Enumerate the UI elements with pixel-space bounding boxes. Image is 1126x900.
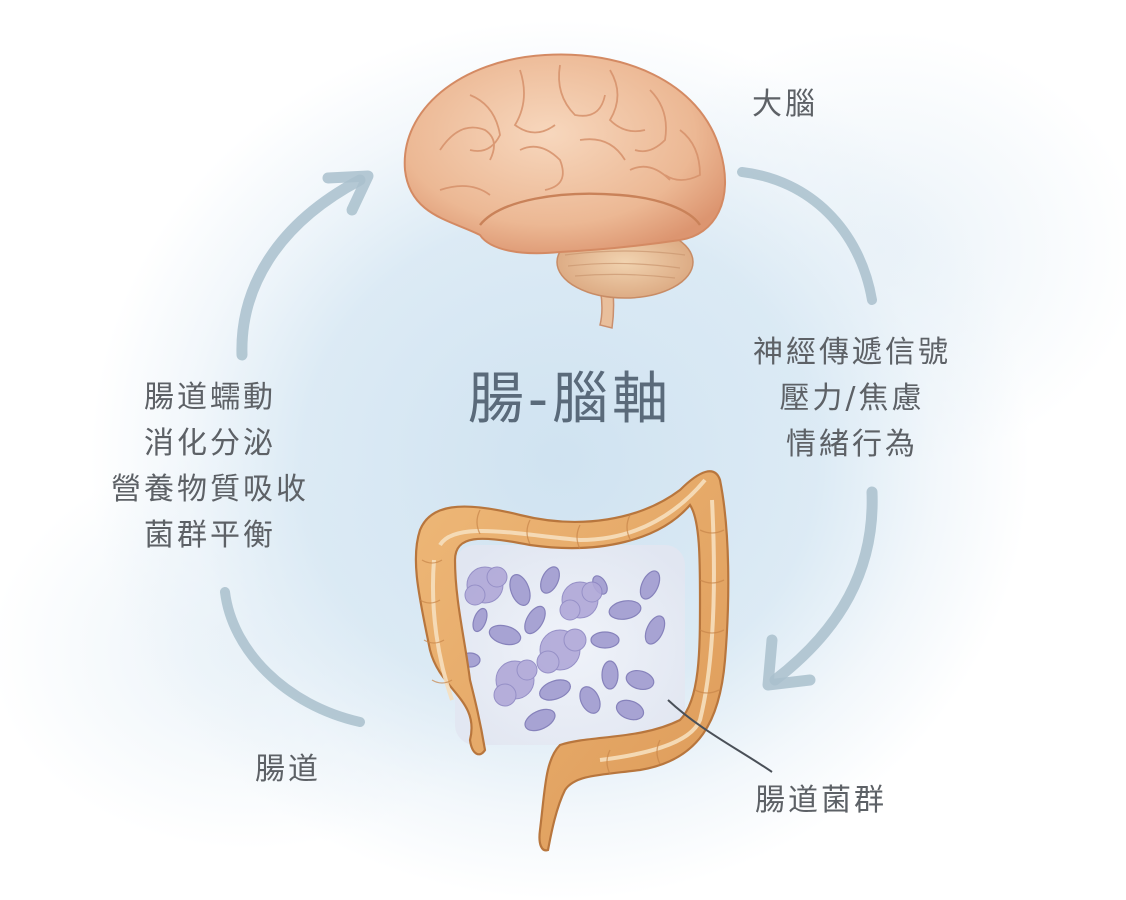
gut-label: 腸道 bbox=[255, 752, 321, 787]
arrow-brain-to-gut-top bbox=[737, 167, 877, 305]
diagram-title: 腸-腦軸 bbox=[467, 367, 673, 432]
brain-illustration bbox=[403, 53, 726, 329]
bacteria-colonies bbox=[464, 566, 603, 707]
effect-digestive-secretion: 消化分泌 bbox=[144, 426, 276, 461]
effect-peristalsis: 腸道蠕動 bbox=[144, 380, 276, 415]
brain-label: 大腦 bbox=[752, 87, 818, 122]
arrow-gut-return bbox=[220, 587, 365, 727]
effect-microbiota-balance: 菌群平衡 bbox=[144, 518, 276, 553]
brain-to-gut-effects: 神經傳遞信號 壓力/焦慮 情緒行為 bbox=[722, 330, 982, 468]
arrow-brain-to-gut bbox=[762, 486, 878, 691]
gut-to-brain-effects: 腸道蠕動 消化分泌 營養物質吸收 菌群平衡 bbox=[78, 375, 342, 559]
effect-neural-signaling: 神經傳遞信號 bbox=[753, 335, 951, 370]
microbiota-label: 腸道菌群 bbox=[755, 783, 887, 818]
colon-illustration bbox=[414, 470, 730, 852]
arrow-gut-to-brain bbox=[236, 170, 374, 361]
bacteria-cluster bbox=[459, 566, 666, 732]
effect-nutrient-absorption: 營養物質吸收 bbox=[111, 472, 309, 507]
effect-stress-anxiety: 壓力/焦慮 bbox=[779, 381, 925, 416]
microbiota-pointer-line bbox=[667, 699, 773, 773]
effect-emotional-behavior: 情緒行為 bbox=[786, 427, 918, 462]
